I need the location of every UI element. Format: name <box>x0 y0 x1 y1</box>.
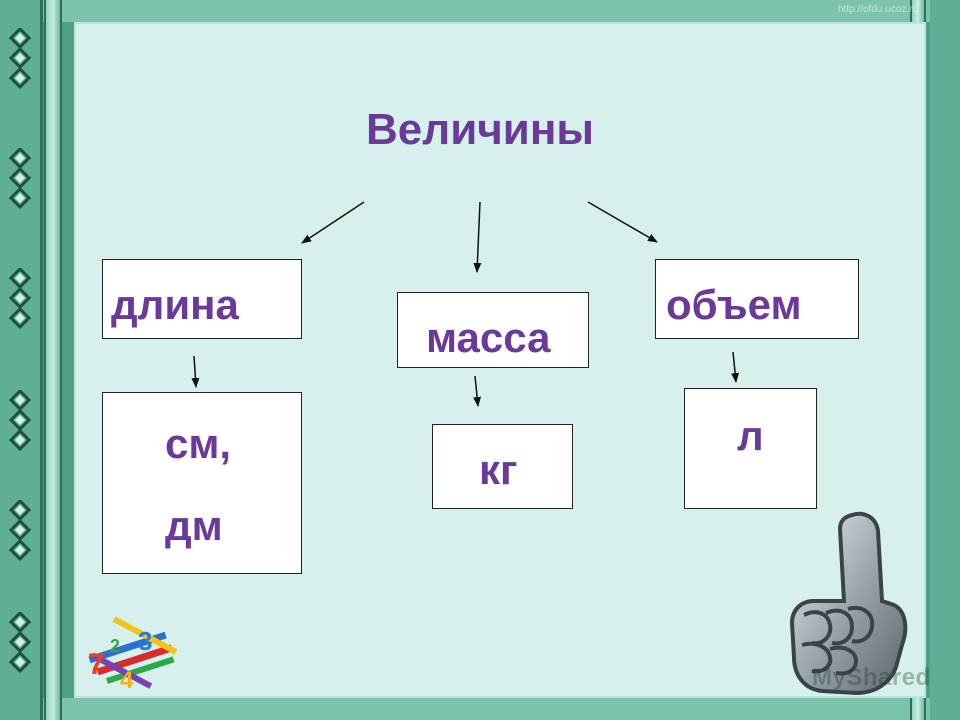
watermark-text: MyShared <box>812 664 931 691</box>
units-box-mass: кг <box>432 424 573 509</box>
frame-bottom <box>40 698 930 720</box>
category-label-volume: объем <box>666 281 802 328</box>
celtic-knot-icon <box>8 500 32 562</box>
arrow-mass-to-units <box>473 375 482 407</box>
unit-cm: см, <box>165 420 232 467</box>
svg-text:3: 3 <box>138 626 152 656</box>
celtic-knot-icon <box>8 148 32 210</box>
celtic-knot-icon <box>8 390 32 452</box>
arrow-length-to-units <box>191 355 200 388</box>
pointing-hand-icon <box>789 511 908 696</box>
category-box-volume: объем <box>655 259 859 339</box>
svg-text:7: 7 <box>88 648 105 681</box>
arrow-title-to-mass <box>473 201 482 273</box>
frame-top <box>40 0 930 22</box>
category-box-length: длина <box>102 259 302 339</box>
celtic-knot-icon <box>8 268 32 330</box>
frame-right-band <box>930 0 960 720</box>
unit-dm: дм <box>165 502 223 549</box>
frame-left-band <box>0 0 43 720</box>
numbers-pencils-icon: 7 3 4 2 <box>88 616 178 694</box>
arrow-title-to-length <box>301 201 365 244</box>
category-label-mass: масса <box>426 314 551 361</box>
unit-kg: кг <box>479 446 518 493</box>
frame-rail-left <box>44 0 62 720</box>
celtic-knot-icon <box>8 612 32 674</box>
corner-url: http://ofdu.ucoz.ru <box>838 4 919 15</box>
celtic-knot-icon <box>8 28 32 90</box>
units-box-volume: л <box>684 388 817 509</box>
arrow-title-to-volume <box>587 201 658 243</box>
units-box-length: см, дм <box>102 392 302 574</box>
svg-text:4: 4 <box>120 667 134 694</box>
category-box-mass: масса <box>397 292 589 368</box>
unit-l: л <box>737 412 764 459</box>
arrow-volume-to-units <box>731 351 740 383</box>
category-label-length: длина <box>111 281 239 328</box>
diagram-title: Величины <box>366 105 594 154</box>
svg-text:2: 2 <box>110 636 120 656</box>
